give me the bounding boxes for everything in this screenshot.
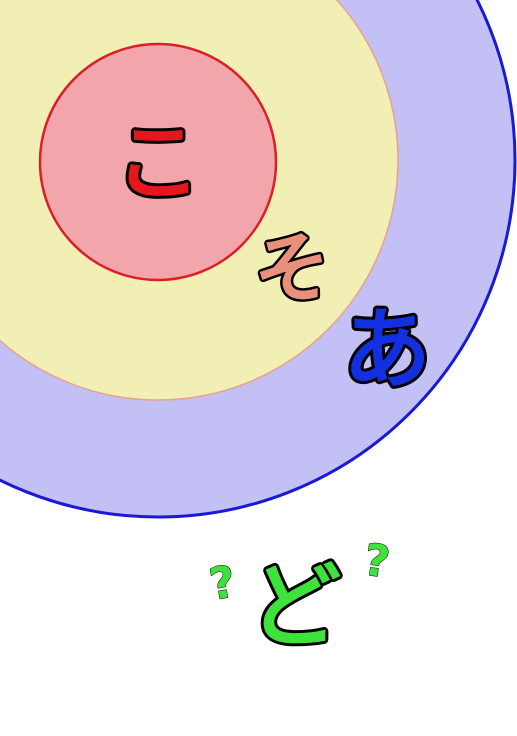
inner-circle-ko-zone <box>38 42 278 282</box>
do-label: ど <box>249 553 341 660</box>
question-mark-right: ? <box>361 534 393 588</box>
so-label: そ <box>245 219 340 323</box>
a-label: あ <box>343 298 431 401</box>
ko-label: こ <box>115 113 201 213</box>
